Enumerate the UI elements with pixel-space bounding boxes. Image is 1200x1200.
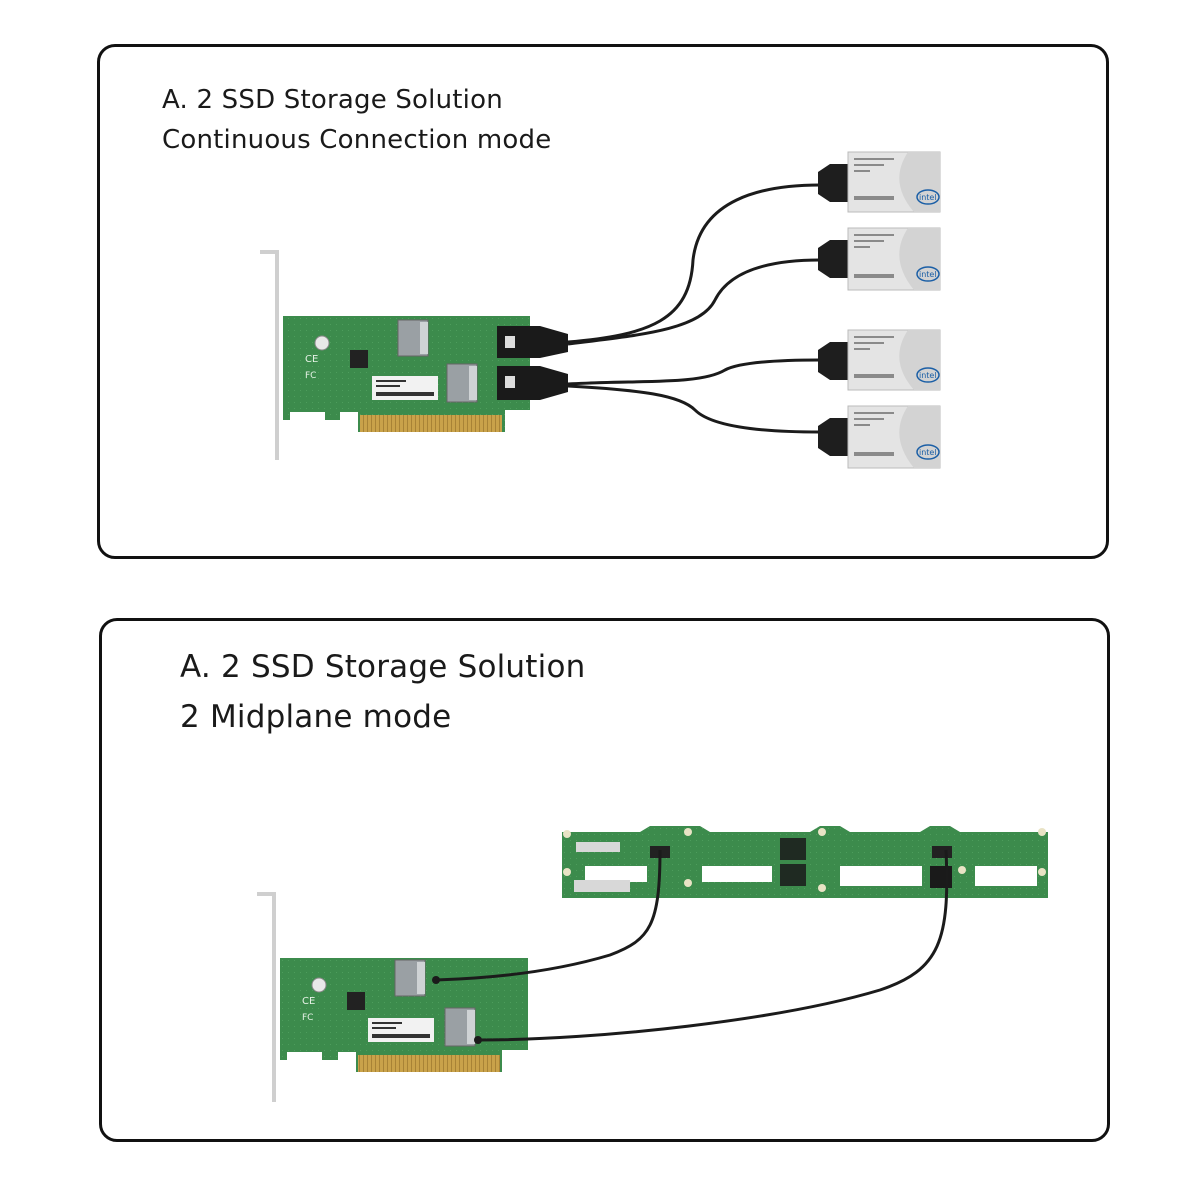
serial-label [368, 1018, 434, 1042]
pcb-board [283, 316, 530, 432]
intel-logo: intel [919, 270, 937, 279]
chip [930, 866, 952, 888]
pcie-adapter-card: CE FC [257, 892, 528, 1102]
cable-bundle-a [567, 183, 821, 434]
cable-plug [497, 366, 568, 400]
panel-continuous-connection: A. 2 SSD Storage Solution Continuous Con… [97, 44, 1109, 559]
ssd-drive: intel [818, 329, 941, 391]
cable [477, 849, 949, 1042]
bay-cutout [585, 866, 647, 882]
cable [567, 183, 821, 344]
cable [567, 358, 821, 386]
cable [567, 384, 821, 434]
gold-fingers [358, 1055, 500, 1072]
ssd-drive: intel [818, 151, 941, 213]
barcode-icon [376, 380, 434, 396]
intel-logo: intel [919, 371, 937, 380]
cable [435, 849, 662, 982]
panel-heading: A. 2 SSD Storage Solution [162, 85, 503, 115]
bay-cutout [840, 866, 922, 886]
ssd-connector [818, 418, 848, 456]
ce-mark-icon: CE [302, 996, 315, 1007]
bay-cutout [975, 866, 1037, 886]
power-connector [780, 864, 806, 886]
fcc-mark-icon: FC [302, 1013, 313, 1023]
ce-mark-icon: CE [305, 354, 318, 365]
backplane-board [562, 826, 1048, 898]
cable-bundle-b [435, 849, 949, 1042]
ssd-connector [818, 240, 848, 278]
serial-label [372, 376, 438, 400]
power-connector [780, 838, 806, 860]
pcie-adapter-card: CE FC [260, 250, 568, 460]
cable [567, 258, 821, 346]
capacitor [314, 335, 330, 351]
ssd-drive: intel [818, 227, 941, 291]
chip [350, 350, 368, 368]
pcie-bracket [260, 250, 279, 460]
intel-logo: intel [919, 193, 937, 202]
panel-subheading: 2 Midplane mode [180, 699, 452, 735]
pcie-bracket [257, 892, 276, 1102]
panel-subheading: Continuous Connection mode [162, 125, 552, 155]
bay-cutout [702, 866, 772, 882]
ssd-connector [818, 164, 848, 202]
cable-plug [497, 326, 568, 358]
barcode-icon [372, 1022, 430, 1038]
gold-fingers [360, 415, 502, 432]
sff-connector [932, 846, 952, 858]
chip [347, 992, 365, 1010]
intel-logo: intel [919, 448, 937, 457]
ssd-connector [818, 342, 848, 380]
fcc-mark-icon: FC [305, 371, 316, 381]
ssd-drive: intel [818, 405, 941, 469]
midplane-backplane [562, 826, 1048, 898]
panel-heading: A. 2 SSD Storage Solution [180, 649, 586, 685]
capacitor [311, 977, 327, 993]
